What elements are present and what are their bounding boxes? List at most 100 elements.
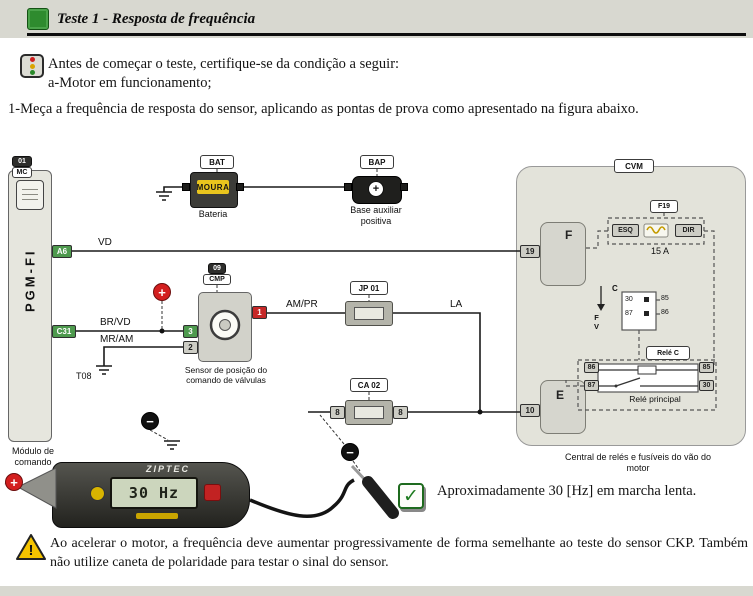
module-badge-code: MC [12, 167, 32, 178]
relay-pin-85: 85 [699, 362, 714, 373]
socket-pin-85: 85 [661, 295, 669, 302]
battery-logo: MOURA [197, 180, 229, 194]
cvm-badge: CVM [614, 159, 654, 173]
cvm-internal-dashed [565, 217, 717, 411]
precondition-intro: Antes de começar o teste, certifique-se … [48, 56, 400, 72]
cmp-badge-code: CMP [203, 274, 231, 285]
fuse-esq-pin: ESQ [612, 224, 639, 237]
relay-socket-symbol [597, 286, 657, 331]
relay-schematic [597, 363, 699, 393]
wire-label-fv: FV [592, 313, 601, 331]
fuse-f19-badge: F19 [650, 200, 678, 213]
precondition-condition: a-Motor em funcionamento; [48, 75, 212, 91]
socket-pin-86: 86 [661, 309, 669, 316]
wire-label-mram: MR/AM [100, 334, 134, 345]
cmp-badge-number: 09 [208, 263, 226, 274]
ca02-badge: CA 02 [350, 378, 388, 392]
cmp-pin-2: 2 [183, 341, 198, 354]
meter-tip-plus-marker: + [5, 473, 23, 491]
module-caption: Módulo de comando [11, 446, 55, 467]
wire-label-vd: VD [98, 237, 112, 248]
section-icon [27, 8, 49, 30]
sensor-face-icon [209, 309, 241, 341]
jp01-connector [345, 301, 393, 326]
wire-label-ampr: AM/PR [286, 299, 318, 310]
fuse-symbol [643, 223, 669, 238]
check-icon: ✓ [398, 483, 424, 509]
connector-f-label: F [565, 228, 573, 242]
warning-text: Ao acelerar o motor, a frequência deve a… [50, 536, 748, 570]
battery-badge: BAT [200, 155, 234, 169]
probe-minus-marker: − [341, 443, 359, 461]
connector-symbol [354, 406, 384, 419]
ca02-connector [345, 400, 393, 425]
cmp-pin-1: 1 [252, 306, 267, 319]
meter-display: 30 Hz [110, 477, 198, 509]
yellow-light-dot [29, 63, 35, 69]
pin-10: 10 [520, 404, 540, 417]
pgmfi-module [8, 170, 52, 442]
junction-dots [159, 328, 483, 415]
bap-stub-left [344, 183, 352, 191]
wire-label-la: LA [450, 299, 463, 310]
title-rule [27, 33, 746, 36]
fuse-rating: 15 A [650, 246, 670, 256]
meter-power-button [90, 486, 105, 501]
header-band [0, 0, 753, 38]
relay-pin-30: 30 [699, 380, 714, 391]
connector-f [540, 222, 586, 286]
wires [72, 186, 520, 413]
bap-badge: BAP [360, 155, 394, 169]
bottom-bar [0, 586, 753, 596]
meter-cable [249, 478, 355, 519]
ground-symbols [96, 191, 180, 450]
ca02-pin-right: 8 [393, 406, 408, 419]
leader-lines [149, 169, 665, 472]
t08-label: T08 [76, 371, 92, 381]
meter-label-strip [136, 513, 178, 519]
warning-exclamation: ! [29, 542, 34, 559]
jp01-badge: JP 01 [350, 281, 388, 295]
cvm-caption: Central de relés e fusíveis do vão do mo… [564, 452, 712, 473]
battery-caption: Bateria [198, 209, 228, 219]
relay-pin-87: 87 [584, 380, 599, 391]
bap-plus-icon: + [368, 181, 384, 197]
bap-stub-right [400, 183, 408, 191]
meter-logo-badge [204, 484, 221, 501]
connector-symbol [354, 307, 384, 320]
connector-e-label: E [556, 388, 565, 402]
socket-pin-87: 87 [625, 310, 633, 317]
probe-plus-marker: + [153, 283, 171, 301]
bap-caption: Base auxiliar positiva [350, 205, 402, 226]
chip-lines [22, 185, 38, 203]
relay-socket-label: C [612, 284, 618, 293]
battery-terminal-left [182, 183, 190, 191]
page-title: Teste 1 - Resposta de frequência [57, 11, 256, 27]
meter-brand: ZIPTEC [145, 464, 190, 474]
green-light-dot [29, 69, 35, 75]
module-name-vertical: PGM-FI [22, 248, 38, 312]
ground-minus-marker: − [141, 412, 159, 430]
cmp-pin-3: 3 [183, 325, 198, 338]
fuse-dir-pin: DIR [675, 224, 702, 237]
module-badge-number: 01 [12, 156, 32, 167]
relay-pin-86: 86 [584, 362, 599, 373]
result-text: Aproximadamente 30 [Hz] em marcha lenta. [437, 483, 697, 499]
pin-19: 19 [520, 245, 540, 258]
pin-a6: A6 [52, 245, 72, 258]
ca02-pin-left: 8 [330, 406, 345, 419]
battery-terminal-right [236, 183, 244, 191]
pin-c31: C31 [52, 325, 76, 338]
cmp-caption: Sensor de posição do comando de válvulas [184, 365, 268, 386]
wire-label-brvd: BR/VD [100, 317, 131, 328]
module-chip-icon [16, 180, 44, 210]
red-light-dot [29, 57, 35, 63]
socket-pin-30: 30 [625, 296, 633, 303]
negative-probe [350, 464, 399, 519]
traffic-light-icon [20, 54, 44, 78]
relay-badge: Relé C [646, 346, 690, 360]
step-instruction: 1-Meça a frequência de resposta do senso… [8, 101, 639, 117]
relay-caption: Relé principal [629, 394, 681, 404]
